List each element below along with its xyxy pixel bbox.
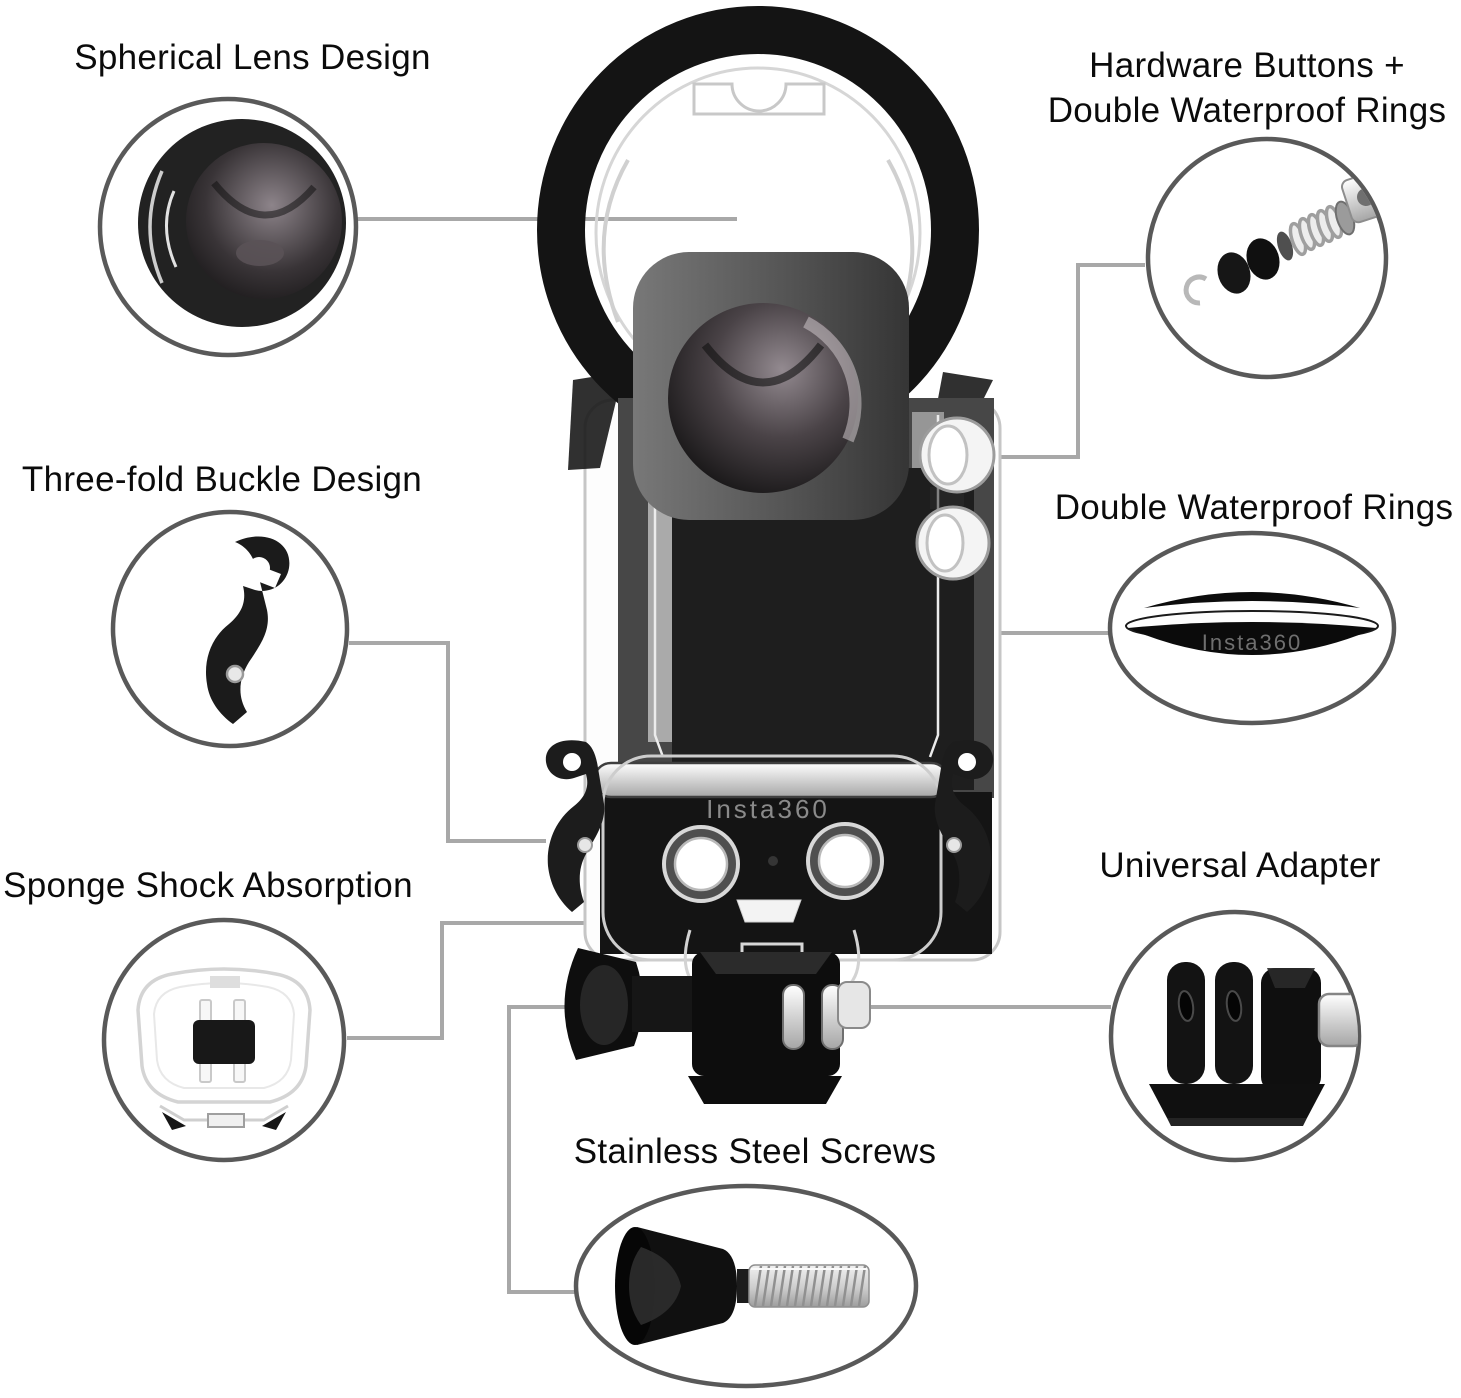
case-bottom xyxy=(601,754,943,962)
callout-three-fold-buckle xyxy=(107,506,353,752)
rubber-ring xyxy=(1217,252,1251,294)
dome-lens xyxy=(186,143,342,299)
buckle-right xyxy=(934,740,994,912)
connector-three-fold-buckle xyxy=(349,641,546,843)
callout-spherical-lens xyxy=(96,95,360,359)
sponge-pad xyxy=(193,1020,255,1064)
callout-stainless-screws xyxy=(571,1181,921,1391)
label-universal-adapter: Universal Adapter xyxy=(1099,846,1381,885)
screw-illustration xyxy=(615,1227,870,1345)
label-double-waterproof-rings: Double Waterproof Rings xyxy=(1054,488,1454,527)
buckle-left xyxy=(545,740,605,912)
label-hardware-buttons: Hardware Buttons + Double Waterproof Rin… xyxy=(1047,46,1447,130)
callout-hardware-buttons xyxy=(1142,133,1392,383)
rivet xyxy=(225,664,245,684)
label-sponge-shock: Sponge Shock Absorption xyxy=(3,866,413,905)
lens-closeup-illustration xyxy=(138,119,346,327)
mount-adapter xyxy=(564,948,871,1104)
callout-sponge-shock xyxy=(98,914,350,1166)
bottom-button-right xyxy=(817,833,873,889)
camera-lens-dome xyxy=(668,303,858,493)
waterproof-ring-illustration: Insta360 xyxy=(1125,592,1379,655)
spring xyxy=(1288,204,1344,257)
steel-screw-pin xyxy=(782,984,805,1050)
buckle-illustration xyxy=(205,536,290,724)
brand-text-on-band: Insta360 xyxy=(706,794,830,824)
mount-prong xyxy=(1167,962,1205,1084)
brand-text-on-ring: Insta360 xyxy=(1202,630,1302,655)
connector-stainless-screws xyxy=(507,1005,576,1294)
sponge-illustration xyxy=(136,967,312,1130)
c-clip xyxy=(1183,274,1208,306)
adapter-illustration xyxy=(1149,962,1358,1126)
label-three-fold-buckle: Three-fold Buckle Design xyxy=(21,460,423,499)
label-spherical-lens: Spherical Lens Design xyxy=(74,38,431,77)
top-tab xyxy=(692,82,826,116)
rubber-ring xyxy=(1246,238,1280,280)
callout-double-waterproof-rings: Insta360 xyxy=(1104,528,1400,728)
label-stainless-screws: Stainless Steel Screws xyxy=(573,1132,937,1171)
connector-sponge-shock xyxy=(347,921,625,1040)
bottom-button-left xyxy=(673,836,729,892)
mount-prong xyxy=(1215,962,1253,1084)
screw-tip xyxy=(837,981,871,1029)
connector-hardware-buttons xyxy=(988,263,1145,459)
thumbscrew-silver xyxy=(1317,992,1358,1048)
case-side-buttons xyxy=(915,416,996,581)
callout-universal-adapter xyxy=(1105,906,1365,1166)
